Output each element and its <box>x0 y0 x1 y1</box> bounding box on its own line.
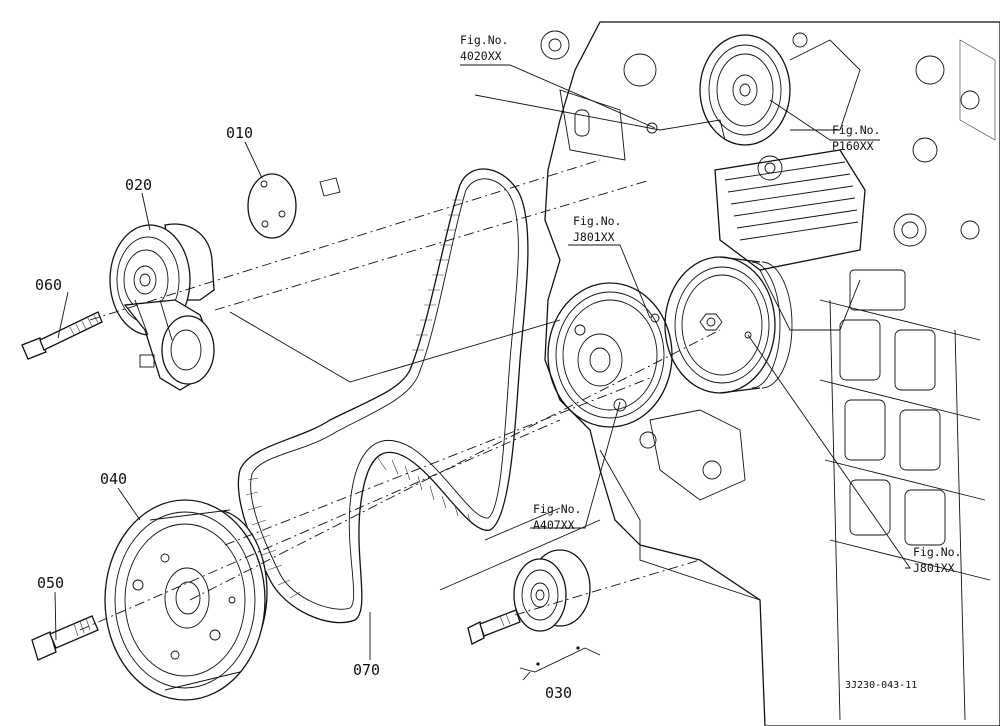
label-030: 030 <box>545 684 572 702</box>
label-020: 020 <box>125 176 152 194</box>
part-050-bolt <box>31 615 99 661</box>
water-pump-pulley-drawing <box>547 282 673 428</box>
drawing-number: 3J230-043-11 <box>845 680 917 691</box>
label-060: 060 <box>35 276 62 294</box>
part-010-plate <box>247 173 341 239</box>
part-labels: 010 020 060 040 050 070 030 <box>35 124 572 702</box>
main-pulley-drawing <box>664 256 793 394</box>
leader-lines <box>54 64 911 681</box>
compressor-drawing <box>714 149 906 331</box>
part-060-bolt <box>21 311 103 360</box>
label-070: 070 <box>353 661 380 679</box>
part-020-tensioner <box>109 223 215 391</box>
stud-drawing <box>559 89 726 161</box>
fig-ref-j801-bot-line1: Fig.No. <box>913 545 961 559</box>
top-pulley-drawing <box>540 30 861 146</box>
lower-bracket-drawing <box>599 409 761 601</box>
label-050: 050 <box>37 574 64 592</box>
fig-ref-a407-line2: A407XX <box>533 518 575 532</box>
part-030-idler <box>467 549 591 645</box>
label-010: 010 <box>226 124 253 142</box>
fig-ref-j801-bot-line2: J801XX <box>913 561 955 575</box>
fig-ref-a407-line1: Fig.No. <box>533 502 581 516</box>
fig-ref-j801-top-line1: Fig.No. <box>573 214 621 228</box>
label-040: 040 <box>100 470 127 488</box>
engine-block-drawing <box>540 21 1000 726</box>
fig-ref-p160-line2: P160XX <box>832 139 874 153</box>
assembly-lines <box>79 94 721 631</box>
fig-ref-p160-line1: Fig.No. <box>832 123 880 137</box>
belt-070-drawing <box>237 168 529 624</box>
fig-ref-4020-line2: 4020XX <box>460 49 502 63</box>
fig-ref-j801-top-line2: J801XX <box>573 230 615 244</box>
figure-references: Fig.No. 4020XX Fig.No. P160XX Fig.No. J8… <box>460 33 961 575</box>
block-ribs <box>819 39 996 721</box>
part-040-crank-pulley <box>104 499 268 701</box>
fig-ref-4020-line1: Fig.No. <box>460 33 508 47</box>
